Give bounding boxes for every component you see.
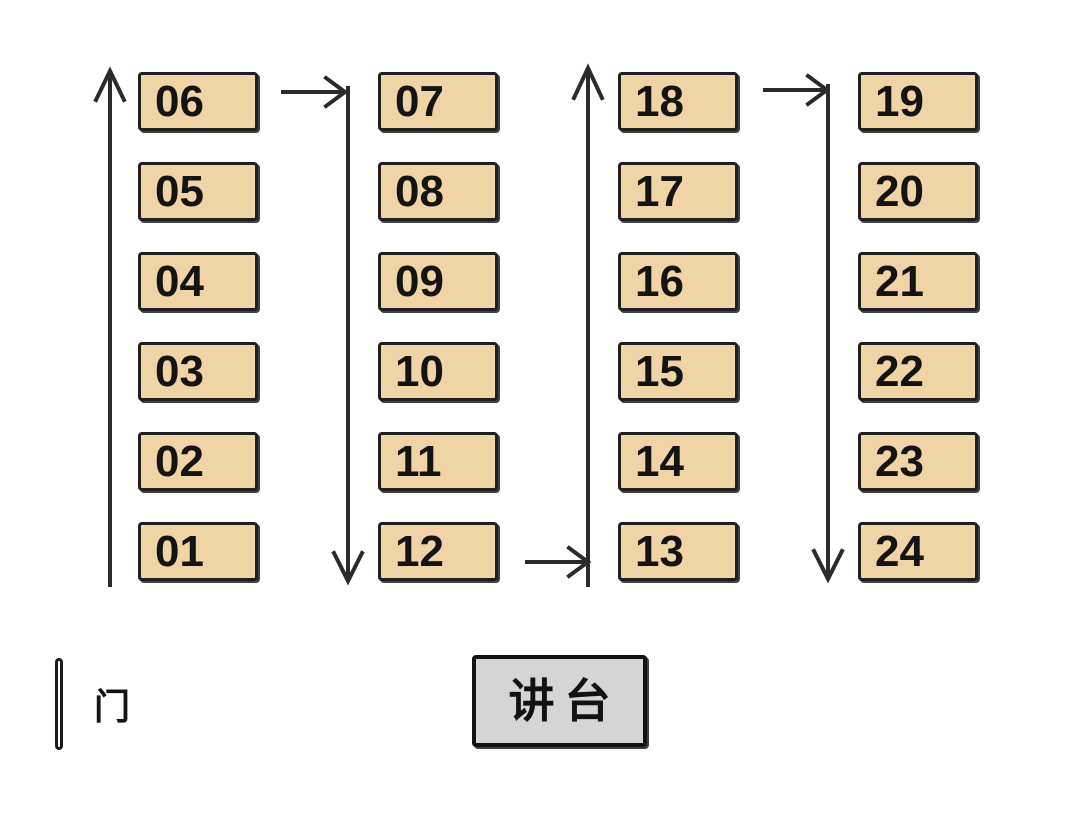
seat-16: 16: [618, 252, 738, 311]
seat-label: 07: [395, 76, 444, 126]
seat-label: 19: [875, 76, 924, 126]
seat-label: 10: [395, 346, 444, 396]
seat-05: 05: [138, 162, 258, 221]
seat-label: 03: [155, 346, 204, 396]
seat-24: 24: [858, 522, 978, 581]
seat-22: 22: [858, 342, 978, 401]
seat-label: 11: [395, 436, 442, 486]
seat-label: 16: [635, 256, 684, 306]
seat-19: 19: [858, 72, 978, 131]
seat-23: 23: [858, 432, 978, 491]
seat-label: 23: [875, 436, 924, 486]
seat-21: 21: [858, 252, 978, 311]
seat-label: 24: [875, 526, 924, 576]
seat-01: 01: [138, 522, 258, 581]
seat-03: 03: [138, 342, 258, 401]
podium: 讲台: [472, 655, 647, 747]
seat-06: 06: [138, 72, 258, 131]
seat-label: 09: [395, 256, 444, 306]
seat-label: 05: [155, 166, 204, 216]
flow-arrow-column3-up: [571, 63, 605, 587]
door-panel-shape: [55, 658, 63, 750]
seat-label: 02: [155, 436, 204, 486]
flow-arrow-column1-up: [93, 66, 127, 587]
seat-08: 08: [378, 162, 498, 221]
seat-13: 13: [618, 522, 738, 581]
seat-02: 02: [138, 432, 258, 491]
connector-arrow-top-left-right: [281, 75, 349, 109]
seat-label: 13: [635, 526, 684, 576]
flow-arrow-column4-down: [811, 84, 845, 584]
seat-label: 15: [635, 346, 684, 396]
seat-label: 12: [395, 526, 444, 576]
seat-label: 21: [875, 256, 924, 306]
seat-label: 08: [395, 166, 444, 216]
seat-15: 15: [618, 342, 738, 401]
seat-label: 14: [635, 436, 684, 486]
seat-11: 11: [378, 432, 498, 491]
seat-18: 18: [618, 72, 738, 131]
seat-label: 01: [155, 526, 204, 576]
seat-17: 17: [618, 162, 738, 221]
seat-label: 04: [155, 256, 204, 306]
seat-label: 17: [635, 166, 684, 216]
seat-label: 06: [155, 76, 204, 126]
seat-04: 04: [138, 252, 258, 311]
podium-label: 讲台: [508, 675, 621, 727]
flow-arrow-column2-down: [331, 86, 365, 586]
seat-14: 14: [618, 432, 738, 491]
seat-column-1: 06 05 04 03 02 01: [138, 72, 258, 581]
connector-arrow-bottom-right: [525, 545, 592, 579]
seat-12: 12: [378, 522, 498, 581]
seat-10: 10: [378, 342, 498, 401]
seat-label: 22: [875, 346, 924, 396]
seat-column-3: 18 17 16 15 14 13: [618, 72, 738, 581]
seat-column-4: 19 20 21 22 23 24: [858, 72, 978, 581]
seat-column-2: 07 08 09 10 11 12: [378, 72, 498, 581]
seat-label: 20: [875, 166, 924, 216]
connector-arrow-top-right-right: [763, 73, 831, 107]
door-label: 门: [94, 686, 131, 727]
seat-label: 18: [635, 76, 684, 126]
seat-20: 20: [858, 162, 978, 221]
seat-09: 09: [378, 252, 498, 311]
seat-07: 07: [378, 72, 498, 131]
